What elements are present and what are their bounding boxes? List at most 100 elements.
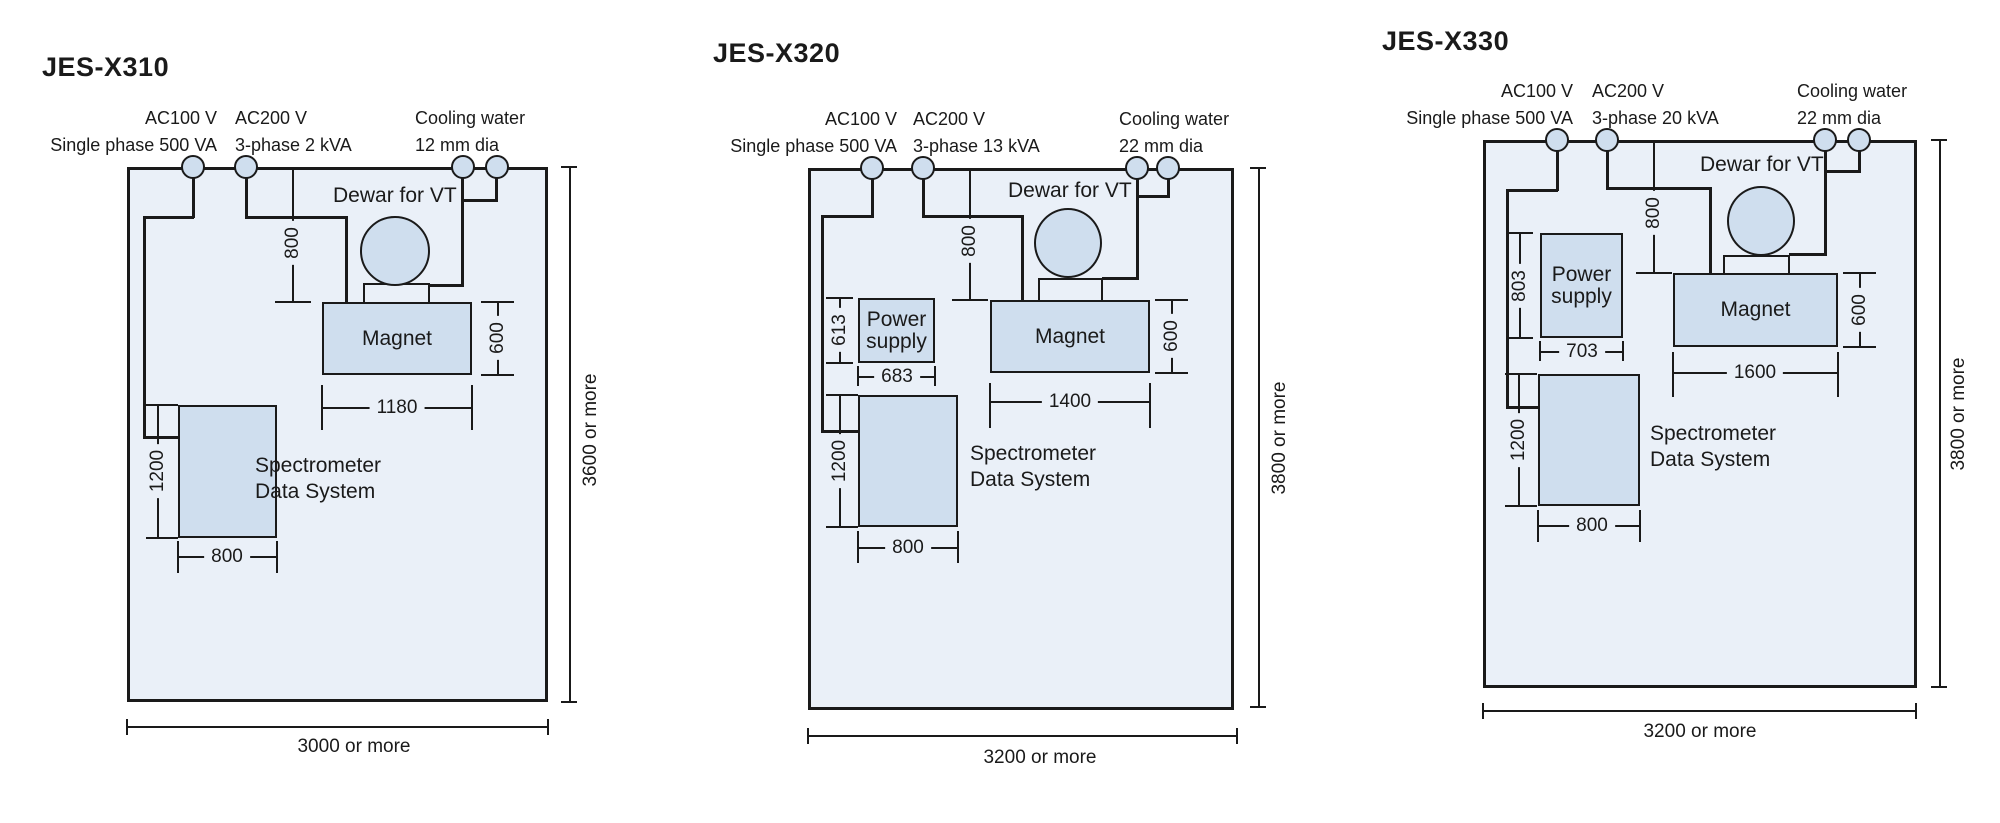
cooling-water-label: Cooling water 22 mm dia xyxy=(1797,78,1907,132)
diagram-title: JES-X310 xyxy=(42,52,170,82)
power-supply-label-line2: supply xyxy=(1551,284,1612,308)
ac200v-supply-line xyxy=(245,216,348,219)
cooling-water-line xyxy=(1789,253,1826,256)
dim-tick xyxy=(1837,352,1839,397)
power-supply-box: Power supply xyxy=(1540,233,1623,338)
power-supply-label-line1: Power xyxy=(866,307,927,331)
ac200v-supply-line xyxy=(245,167,248,218)
dim-tick xyxy=(547,719,549,735)
ac100v-supply-line xyxy=(143,216,146,438)
ac100v-port-icon xyxy=(860,156,884,180)
dim-tick xyxy=(1250,706,1266,708)
dim-tick xyxy=(146,404,178,406)
dim-room-depth-line xyxy=(1939,140,1941,688)
dim-tick xyxy=(1931,139,1947,141)
dim-tick xyxy=(1505,373,1537,375)
dim-room-depth-label: 3800 or more xyxy=(1269,381,1290,495)
spectrometer-label-line1: Spectrometer xyxy=(1650,422,1777,445)
dim-magnet-depth-label: 600 xyxy=(1161,314,1183,358)
ac200v-label: AC200 V 3-phase 13 kVA xyxy=(913,106,1040,160)
dim-tick xyxy=(146,537,178,539)
dim-tick xyxy=(1505,505,1537,507)
magnet-label: Magnet xyxy=(361,326,433,350)
dim-tick xyxy=(826,526,858,528)
ac200v-port-icon xyxy=(911,156,935,180)
dim-tick xyxy=(561,701,577,703)
ac200v-label-line1: AC200 V xyxy=(235,108,308,128)
dim-ceiling-label: 800 xyxy=(959,219,981,263)
dewar-pedestal xyxy=(1723,255,1790,275)
dim-room-width-label: 3200 or more xyxy=(983,747,1097,768)
spectrometer-box xyxy=(1538,374,1640,506)
dim-tick xyxy=(1843,272,1876,274)
ac200v-supply-line xyxy=(345,216,348,304)
ac100v-supply-line xyxy=(821,215,873,218)
dim-magnet-width-label: 1400 xyxy=(1041,391,1099,413)
dim-tick xyxy=(481,301,514,303)
dim-tick xyxy=(275,301,311,303)
dim-tick xyxy=(1236,728,1238,744)
cooling-water-line xyxy=(1136,168,1139,280)
dim-tick xyxy=(1843,346,1876,348)
cooling-water-port-icon-1 xyxy=(451,155,475,179)
ac200v-port-icon xyxy=(234,155,258,179)
dim-tick xyxy=(826,297,853,299)
cooling-water-line xyxy=(1824,140,1827,256)
dim-ceiling-label: 800 xyxy=(282,221,304,265)
dim-tick xyxy=(1155,372,1188,374)
cooling-water-line xyxy=(1136,195,1169,198)
ac200v-label-line2: 3-phase 20 kVA xyxy=(1592,108,1719,128)
dim-tick xyxy=(1506,232,1533,234)
ac200v-supply-line xyxy=(922,168,925,217)
ac100v-label: AC100 V Single phase 500 VA xyxy=(730,106,897,160)
dim-tick xyxy=(826,362,853,364)
dim-room-depth-line xyxy=(1258,168,1260,708)
magnet-label: Magnet xyxy=(1720,298,1791,321)
ac200v-label-line2: 3-phase 13 kVA xyxy=(913,136,1040,156)
cooling-water-line xyxy=(495,167,498,202)
power-supply-label-line1: Power xyxy=(1551,262,1612,286)
cooling-water-line xyxy=(461,199,497,202)
dim-tick xyxy=(1506,337,1533,339)
dim-tick xyxy=(989,383,991,428)
cooling-water-line xyxy=(1102,277,1138,280)
cooling-water-label-line1: Cooling water xyxy=(1797,81,1908,101)
spectrometer-data-system-label: Spectrometer Data System xyxy=(1650,421,1776,473)
dim-tick xyxy=(1915,703,1917,719)
ac100v-label-line2: Single phase 500 VA xyxy=(1406,108,1573,128)
spectrometer-data-system-label: Spectrometer Data System xyxy=(255,453,381,505)
cooling-water-port-icon-2 xyxy=(485,155,509,179)
dim-tick xyxy=(561,166,577,168)
cooling-water-line xyxy=(461,167,464,287)
power-supply-label: Power supply xyxy=(866,307,927,353)
cooling-water-line xyxy=(1858,140,1861,173)
dim-tick xyxy=(1149,383,1151,428)
dim-spectrometer-width-label: 800 xyxy=(204,546,250,568)
dim-spectrometer-depth-label: 1200 xyxy=(147,443,169,499)
ac200v-supply-line xyxy=(1021,215,1024,302)
cooling-water-port-icon-1 xyxy=(1125,156,1149,180)
dim-room-width-line xyxy=(1483,710,1917,712)
magnet-box: Magnet xyxy=(322,302,472,375)
dim-tick xyxy=(1482,703,1484,719)
dim-magnet-depth-label: 600 xyxy=(487,316,509,360)
dim-tick xyxy=(826,394,858,396)
dewar-pedestal xyxy=(363,283,430,304)
ac200v-supply-line xyxy=(922,215,1023,218)
dim-power-supply-width-label: 703 xyxy=(1559,341,1605,363)
dewar-circle xyxy=(1034,208,1102,278)
cooling-water-label-line1: Cooling water xyxy=(1119,109,1230,129)
cooling-water-line xyxy=(429,284,464,287)
dim-tick xyxy=(481,374,514,376)
cooling-water-port-icon-2 xyxy=(1156,156,1180,180)
dim-room-depth-label: 3600 or more xyxy=(580,373,601,487)
dim-spectrometer-width-label: 800 xyxy=(1569,515,1615,537)
ac100v-label: AC100 V Single phase 500 VA xyxy=(1406,78,1573,132)
ac200v-label-line1: AC200 V xyxy=(1592,81,1665,101)
ac100v-label-line2: Single phase 500 VA xyxy=(730,136,897,156)
ac100v-label: AC100 V Single phase 500 VA xyxy=(50,105,217,159)
ac100v-label-line1: AC100 V xyxy=(144,108,217,128)
ac200v-label: AC200 V 3-phase 2 kVA xyxy=(235,105,352,159)
ac200v-supply-line xyxy=(1606,187,1711,190)
cooling-water-label-line2: 12 mm dia xyxy=(415,135,500,155)
